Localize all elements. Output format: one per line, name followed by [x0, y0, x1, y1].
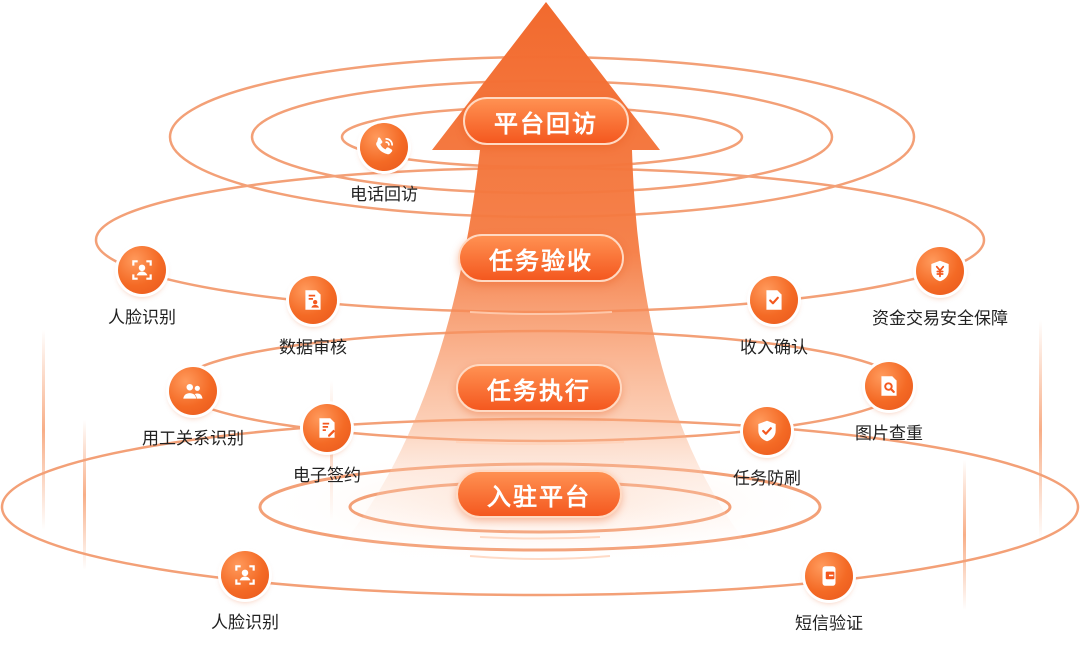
document-user-icon: [289, 276, 337, 324]
feature-label: 人脸识别: [211, 613, 279, 633]
stage-label: 任务验收: [489, 246, 593, 275]
feature-label: 人脸识别: [108, 308, 176, 328]
feature-label: 资金交易安全保障: [872, 309, 1008, 329]
users-icon: [169, 367, 217, 415]
image-search-icon: [865, 362, 913, 410]
feature-label: 电子签约: [293, 466, 361, 486]
stage-task-acceptance: 任务验收: [458, 234, 624, 282]
face-scan-icon: [221, 551, 269, 599]
feature-label: 图片查重: [855, 424, 923, 444]
sms-phone-icon: [805, 552, 853, 600]
document-check-icon: [750, 276, 798, 324]
stage-label: 入驻平台: [487, 482, 591, 511]
stage-join-platform: 入驻平台: [456, 470, 622, 518]
feature-label: 任务防刷: [733, 469, 801, 489]
stage-platform-visit: 平台回访: [463, 97, 629, 145]
stage-label: 平台回访: [494, 109, 598, 138]
yen-shield-icon: [916, 247, 964, 295]
orbit-rings-front: [455, 311, 625, 560]
feature-label: 电话回访: [350, 185, 418, 205]
shield-check-icon: [743, 407, 791, 455]
feature-label: 收入确认: [740, 338, 808, 358]
feature-label: 用工关系识别: [142, 429, 244, 449]
face-scan-icon: [118, 246, 166, 294]
phone-icon: [360, 123, 408, 171]
stage-task-execution: 任务执行: [456, 364, 622, 412]
feature-label: 短信验证: [795, 614, 863, 634]
document-pen-icon: [303, 404, 351, 452]
feature-label: 数据审核: [279, 338, 347, 358]
stage-label: 任务执行: [487, 376, 591, 405]
